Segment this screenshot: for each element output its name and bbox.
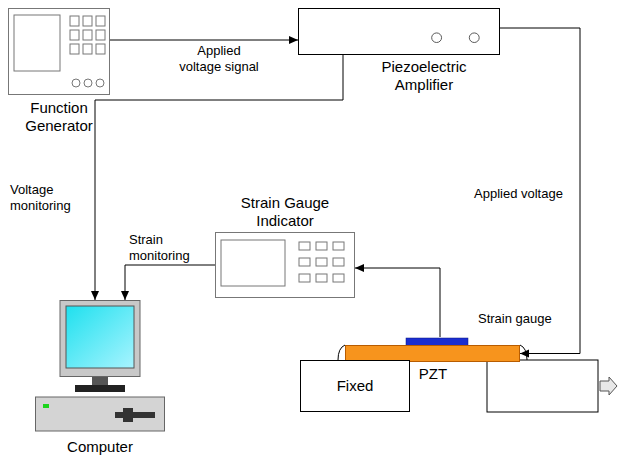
device-button: [83, 30, 92, 40]
monitor-stand: [92, 377, 108, 385]
computer-icon: Computer: [35, 300, 165, 434]
device-button: [333, 242, 344, 250]
device-button: [70, 16, 79, 26]
amp-knob: [469, 33, 479, 43]
drive-slot: [115, 412, 155, 418]
node-label: PZT: [403, 365, 463, 383]
connector-label: Applied voltage: [474, 186, 563, 202]
strain-indicator: Strain Gauge Indicator: [215, 232, 355, 298]
connector-label: Strain monitoring: [129, 232, 207, 264]
part-label: Strain gauge: [478, 311, 552, 327]
pc-tower: [36, 397, 165, 431]
amp-knob: [432, 33, 442, 43]
device-button: [333, 274, 344, 282]
fixed-support: Fixed: [300, 360, 410, 412]
device-case: [216, 233, 355, 298]
device-button: [70, 30, 79, 40]
node-label: Strain Gauge Indicator: [215, 194, 355, 230]
device-button: [96, 30, 105, 40]
device-button: [299, 274, 310, 282]
computer-icon-drawing: [35, 300, 165, 434]
node-label: Piezoelectric Amplifier: [369, 58, 479, 94]
device-button: [96, 16, 105, 26]
device-knob: [72, 79, 80, 87]
device-button: [316, 242, 327, 250]
monitor-base: [75, 385, 125, 392]
connector-label: Applied voltage signal: [176, 43, 262, 75]
node-label: Fixed: [301, 377, 409, 395]
device-button: [316, 274, 327, 282]
function-generator-drawing: [8, 8, 110, 95]
device-case: [9, 9, 110, 95]
device-button: [299, 258, 310, 266]
function-generator: Function Generator: [8, 8, 110, 95]
device-button: [83, 44, 92, 54]
node-label: Function Generator: [8, 99, 110, 135]
clamp-curve: [520, 345, 527, 360]
device-screen: [221, 240, 285, 286]
amplifier-box-drawing: [299, 9, 499, 54]
device-button: [316, 258, 327, 266]
moving-grip: [487, 360, 598, 412]
device-button: [83, 16, 92, 26]
node-label: Computer: [35, 438, 165, 456]
device-knob: [96, 79, 104, 87]
device-button: [299, 242, 310, 250]
drive-button: [123, 408, 133, 422]
signal-connector: [125, 265, 215, 300]
monitor-frame: [60, 301, 140, 377]
pull-arrow: [600, 377, 617, 395]
signal-connector: [110, 40, 298, 41]
device-button: [333, 258, 344, 266]
amplifier-box: Piezoelectric Amplifier: [298, 8, 500, 55]
monitor-screen: [66, 306, 134, 368]
device-button: [96, 44, 105, 54]
connector-label: Voltage monitoring: [10, 182, 86, 214]
signal-connector: [355, 268, 440, 337]
device-button: [70, 44, 79, 54]
clamp-curve: [338, 345, 345, 360]
device-knob: [84, 79, 92, 87]
strain-indicator-drawing: [215, 232, 355, 298]
power-led: [43, 404, 49, 408]
device-screen: [14, 15, 60, 71]
